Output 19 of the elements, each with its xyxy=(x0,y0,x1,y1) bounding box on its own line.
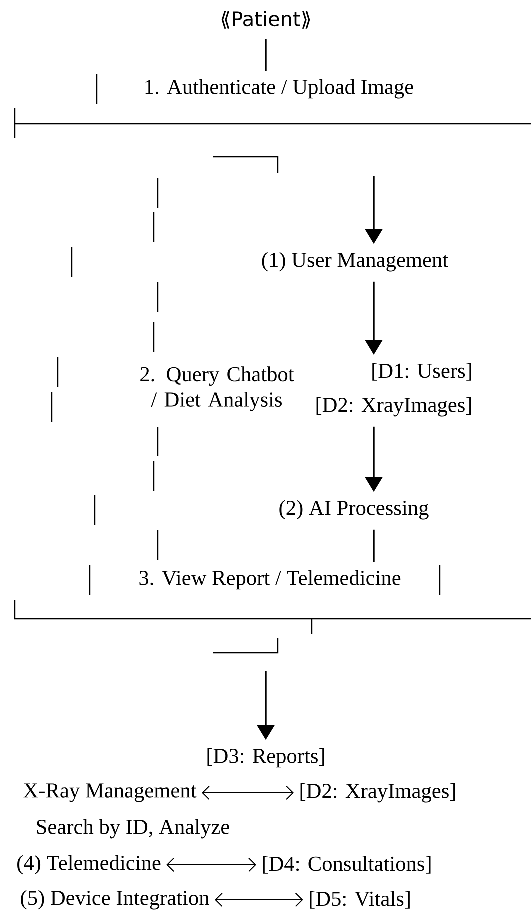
node-text: (2) AI Processing xyxy=(280,500,429,520)
node-text: [D1: Users] xyxy=(372,363,472,381)
node-text: [D4: Consultations] xyxy=(263,856,431,874)
node-text: 2. Query Chatbot / Diet Analysis xyxy=(140,366,294,412)
node-text: (1) User Management xyxy=(262,252,448,272)
node-text: [D5: Vitals] xyxy=(310,891,410,909)
node-text: (5) Device Integration xyxy=(21,890,210,910)
arrow xyxy=(214,892,304,908)
node-text: [D2: XrayImages] xyxy=(300,783,456,803)
node-text: [D2: XrayImages] xyxy=(316,397,472,417)
node-text: ⟪Patient⟫ xyxy=(222,11,310,29)
node-text: [D3: Reports] xyxy=(208,748,324,768)
arrow xyxy=(202,786,294,800)
node-text: 1. Authenticate / Upload Image xyxy=(146,79,414,99)
node-text: (4) Telemedicine xyxy=(18,855,161,875)
node-text: 3. View Report / Telemedicine xyxy=(140,570,401,590)
arrow xyxy=(166,858,256,872)
node-text: X-Ray Management xyxy=(24,784,197,802)
note-text: Search by ID, Analyze xyxy=(37,819,230,839)
